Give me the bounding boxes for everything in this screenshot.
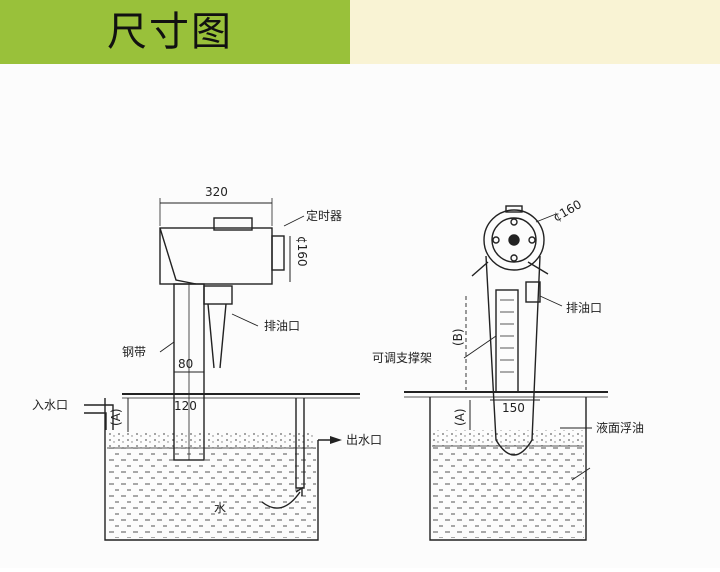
diagram-area: 320 ¢160 定时器 排油口 钢带 80 120 (A) 入水口 出水口 水	[0, 64, 720, 568]
dim-b: (B)	[451, 328, 465, 346]
label-oil: 液面浮油	[596, 420, 644, 435]
dim-a-left: (A)	[109, 408, 123, 426]
dim-160-right: ¢160	[551, 197, 584, 224]
header: 尺寸图	[0, 0, 720, 64]
label-inlet: 入水口	[32, 398, 68, 412]
dim-160-left: ¢160	[295, 236, 309, 267]
left-housing	[159, 227, 273, 285]
title-box: 尺寸图	[0, 0, 350, 64]
label-water: 水	[214, 501, 226, 515]
timer-box	[213, 217, 253, 231]
left-foam-layer	[107, 432, 316, 448]
left-labels: 320 ¢160 定时器 排油口 钢带 80 120 (A) 入水口 出水口 水	[32, 185, 382, 515]
right-tank	[429, 397, 587, 541]
label-support: 可调支撑架	[372, 350, 432, 365]
dim-320: 320	[205, 185, 228, 199]
label-timer: 定时器	[306, 208, 342, 223]
inlet-pipe	[84, 404, 114, 430]
label-belt: 钢带	[122, 345, 146, 359]
dim-150: 150	[502, 401, 525, 415]
right-water	[432, 446, 584, 538]
right-foam-layer	[432, 430, 584, 446]
dimension-drawing: 320 ¢160 定时器 排油口 钢带 80 120 (A) 入水口 出水口 水	[32, 185, 644, 541]
right-labels: ¢160 排油口 (B) 可调支撑架 (A) 150 液面浮油	[372, 197, 644, 435]
dim-80: 80	[178, 357, 193, 371]
motor-disc	[271, 235, 285, 271]
dim-120: 120	[174, 399, 197, 413]
label-drain-left: 排油口	[264, 319, 300, 333]
right-diagram	[404, 205, 608, 541]
dim-a-right: (A)	[453, 408, 467, 426]
right-belt	[485, 255, 541, 456]
left-tank	[104, 398, 319, 541]
label-outlet: 出水口	[346, 433, 382, 447]
page-title: 尺寸图	[107, 9, 233, 55]
support-frame	[495, 289, 519, 393]
label-drain-right: 排油口	[566, 301, 602, 315]
left-water	[107, 448, 316, 538]
header-fill	[350, 0, 720, 64]
left-diagram	[84, 198, 360, 541]
drum-wheel	[483, 209, 545, 271]
